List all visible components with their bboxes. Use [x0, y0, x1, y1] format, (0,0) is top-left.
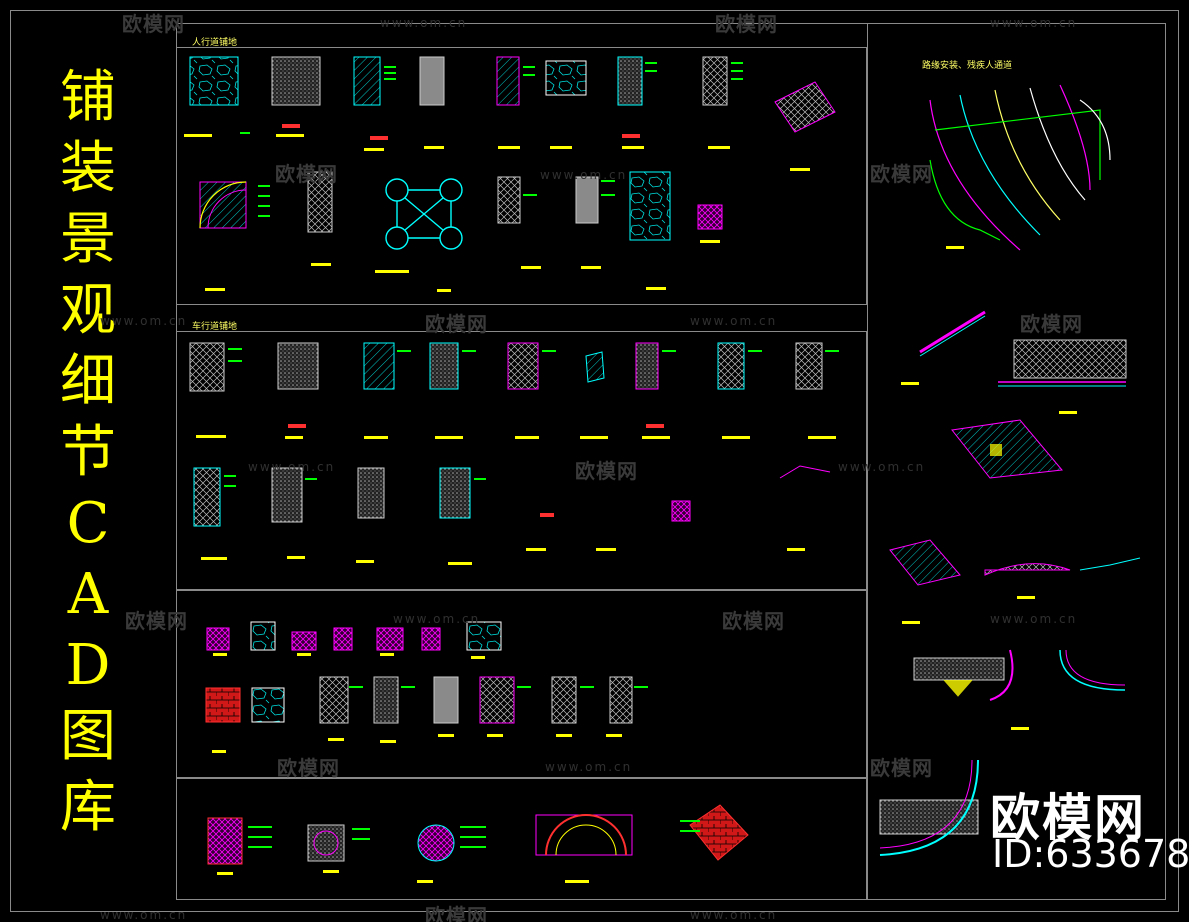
- watermark-logo: 欧模网: [870, 162, 933, 186]
- title-char: 铺: [60, 65, 116, 130]
- pedestrian-section: [176, 47, 867, 305]
- watermark-logo: 欧模网: [722, 609, 785, 633]
- pattern-section: [176, 778, 867, 900]
- right-panel: [867, 23, 1166, 900]
- title-char: 景: [60, 207, 116, 272]
- watermark-url: www.om.cn: [990, 16, 1078, 30]
- watermark-logo: 欧模网: [715, 12, 778, 36]
- title-char: A: [67, 562, 109, 627]
- watermark-logo: 欧模网: [870, 756, 933, 780]
- watermark-logo: 欧模网: [575, 459, 638, 483]
- vehicle-section: [176, 331, 867, 590]
- watermark-logo: 欧模网: [1020, 312, 1083, 336]
- watermark-url: www.om.cn: [248, 460, 336, 474]
- watermark-url: www.om.cn: [545, 760, 633, 774]
- watermark-url: www.om.cn: [540, 168, 628, 182]
- watermark-logo: 欧模网: [122, 12, 185, 36]
- watermark-url: www.om.cn: [100, 314, 188, 328]
- model-id: ID:633678: [992, 832, 1189, 876]
- title-char: 观: [60, 278, 116, 343]
- title-char: 库: [60, 775, 116, 840]
- watermark-url: www.om.cn: [380, 16, 468, 30]
- title-char: 装: [60, 136, 116, 201]
- watermark-logo: 欧模网: [275, 162, 338, 186]
- watermark-logo: 欧模网: [125, 609, 188, 633]
- watermark-url: www.om.cn: [690, 314, 778, 328]
- watermark-url: www.om.cn: [838, 460, 926, 474]
- title-char: 节: [60, 420, 116, 485]
- vertical-title: 铺 装 景 观 细 节 C A D 图 库: [48, 62, 128, 843]
- watermark-logo: 欧模网: [425, 904, 488, 922]
- watermark-url: www.om.cn: [100, 908, 188, 922]
- title-char: C: [66, 491, 110, 556]
- sheet-border: [10, 10, 1179, 912]
- watermark-url: www.om.cn: [690, 908, 778, 922]
- watermark-logo: 欧模网: [277, 756, 340, 780]
- watermark-url: www.om.cn: [393, 612, 481, 626]
- title-char: D: [65, 633, 111, 698]
- title-char: 图: [60, 704, 116, 769]
- watermark-logo: 欧模网: [425, 312, 488, 336]
- watermark-url: www.om.cn: [990, 612, 1078, 626]
- brand-logo: 欧模网: [990, 789, 1146, 847]
- title-char: 细: [60, 349, 116, 414]
- vehicle-label: 车行道铺地: [192, 322, 238, 332]
- misc-section: [176, 590, 867, 778]
- curb-section-label: 路缘安装、残疾人通道: [922, 61, 1013, 71]
- pedestrian-label: 人行道铺地: [192, 38, 238, 48]
